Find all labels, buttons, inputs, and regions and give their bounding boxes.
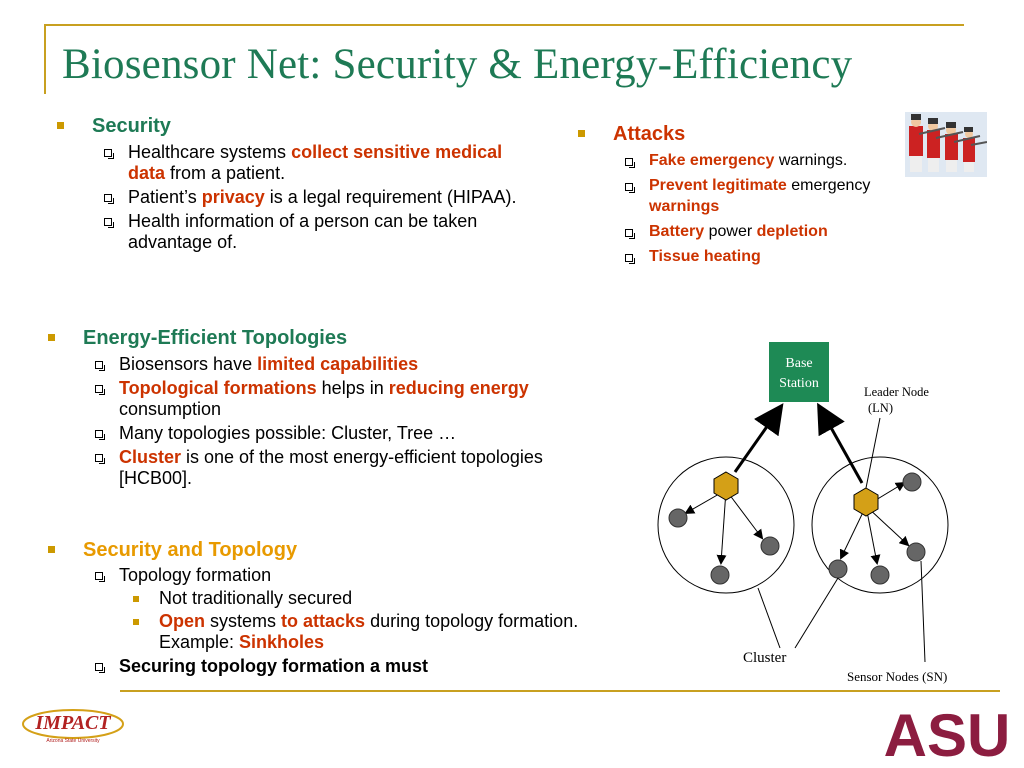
sensor-nodes-label: Sensor Nodes (SN) — [847, 669, 947, 684]
energy-heading: Energy-Efficient Topologies — [48, 327, 643, 350]
checkbox-bullet-icon — [95, 430, 105, 440]
leader-node-left — [713, 471, 739, 501]
sensor-node — [710, 565, 730, 585]
sensor-node — [870, 565, 890, 585]
cluster-circle-right — [811, 456, 949, 594]
cluster-topology-diagram: Base Station Leader Node (LN) Cluster Se… — [657, 342, 949, 684]
security-item-3: Health information of a person can be ta… — [104, 211, 532, 253]
attack-item-1: Fake emergency warnings. — [625, 150, 923, 171]
energy-item-3: Many topologies possible: Cluster, Tree … — [95, 423, 643, 444]
checkbox-bullet-icon — [95, 385, 105, 395]
sensor-node — [760, 536, 780, 556]
checkbox-bullet-icon — [104, 218, 114, 228]
checkbox-bullet-icon — [95, 663, 105, 673]
security-topology-heading: Security and Topology — [48, 539, 623, 562]
checkbox-bullet-icon — [95, 454, 105, 464]
cluster-label: Cluster — [743, 650, 786, 666]
checkbox-bullet-icon — [625, 183, 635, 193]
left-rule — [44, 24, 46, 94]
svg-text:ASU: ASU — [884, 702, 1011, 762]
asu-logo: ASU — [884, 702, 1011, 762]
checkbox-bullet-icon — [625, 158, 635, 168]
base-station-label-2: Station — [779, 376, 819, 391]
square-bullet-icon — [48, 546, 55, 553]
svg-text:IMPACT: IMPACT — [34, 712, 111, 734]
arrow-ln-left-to-base — [733, 403, 784, 473]
square-bullet-icon — [133, 596, 139, 602]
security-topology-section: Security and Topology Topology formation… — [48, 539, 623, 677]
bottom-rule — [120, 690, 1000, 692]
checkbox-bullet-icon — [95, 361, 105, 371]
energy-item-2: Topological formations helps in reducing… — [95, 378, 643, 420]
soldiers-clipart — [905, 112, 987, 177]
base-station-box — [769, 342, 829, 402]
leader-node-right — [853, 487, 879, 517]
open-systems-item: Open systems to attacks during topology … — [133, 611, 599, 653]
checkbox-bullet-icon — [625, 229, 635, 239]
attacks-heading: Attacks — [578, 123, 923, 146]
base-station-label-1: Base — [785, 356, 812, 371]
energy-item-4: Cluster is one of the most energy-effici… — [95, 447, 569, 489]
sensor-node — [906, 542, 926, 562]
security-item-1: Healthcare systems collect sensitive med… — [104, 142, 532, 184]
slide-title: Biosensor Net: Security & Energy-Efficie… — [62, 41, 853, 88]
sensor-node — [902, 472, 922, 492]
checkbox-bullet-icon — [95, 572, 105, 582]
topology-formation-item: Topology formation — [95, 565, 623, 586]
square-bullet-icon — [133, 619, 139, 625]
cluster-circle-left — [657, 456, 795, 594]
leader-node-label-2: (LN) — [868, 401, 893, 415]
square-bullet-icon — [57, 122, 64, 129]
attack-item-4: Tissue heating — [625, 246, 923, 267]
impact-logo: IMPACT Arizona State University — [22, 709, 124, 744]
arrow-ln-right-to-base — [817, 402, 864, 484]
checkbox-bullet-icon — [104, 149, 114, 159]
attack-item-3: Battery power depletion — [625, 221, 923, 242]
energy-item-1: Biosensors have limited capabilities — [95, 354, 643, 375]
square-bullet-icon — [578, 130, 585, 137]
sensor-node — [828, 559, 848, 579]
security-item-2: Patient’s privacy is a legal requirement… — [104, 187, 532, 208]
securing-must-item: Securing topology formation a must — [95, 656, 623, 677]
security-section: Security Healthcare systems collect sens… — [57, 115, 532, 253]
attack-item-2: Prevent legitimate emergency warnings — [625, 175, 923, 217]
top-rule — [44, 24, 964, 26]
sensor-node — [668, 508, 688, 528]
leader-node-label-1: Leader Node — [864, 385, 929, 399]
energy-section: Energy-Efficient Topologies Biosensors h… — [48, 327, 643, 489]
security-heading: Security — [57, 115, 532, 138]
checkbox-bullet-icon — [625, 254, 635, 264]
attacks-section: Attacks Fake emergency warnings. Prevent… — [578, 123, 923, 267]
not-secured-item: Not traditionally secured — [133, 588, 623, 609]
checkbox-bullet-icon — [104, 194, 114, 204]
svg-text:Arizona State University: Arizona State University — [46, 738, 100, 744]
leader-node-pointer — [865, 417, 881, 489]
square-bullet-icon — [48, 334, 55, 341]
